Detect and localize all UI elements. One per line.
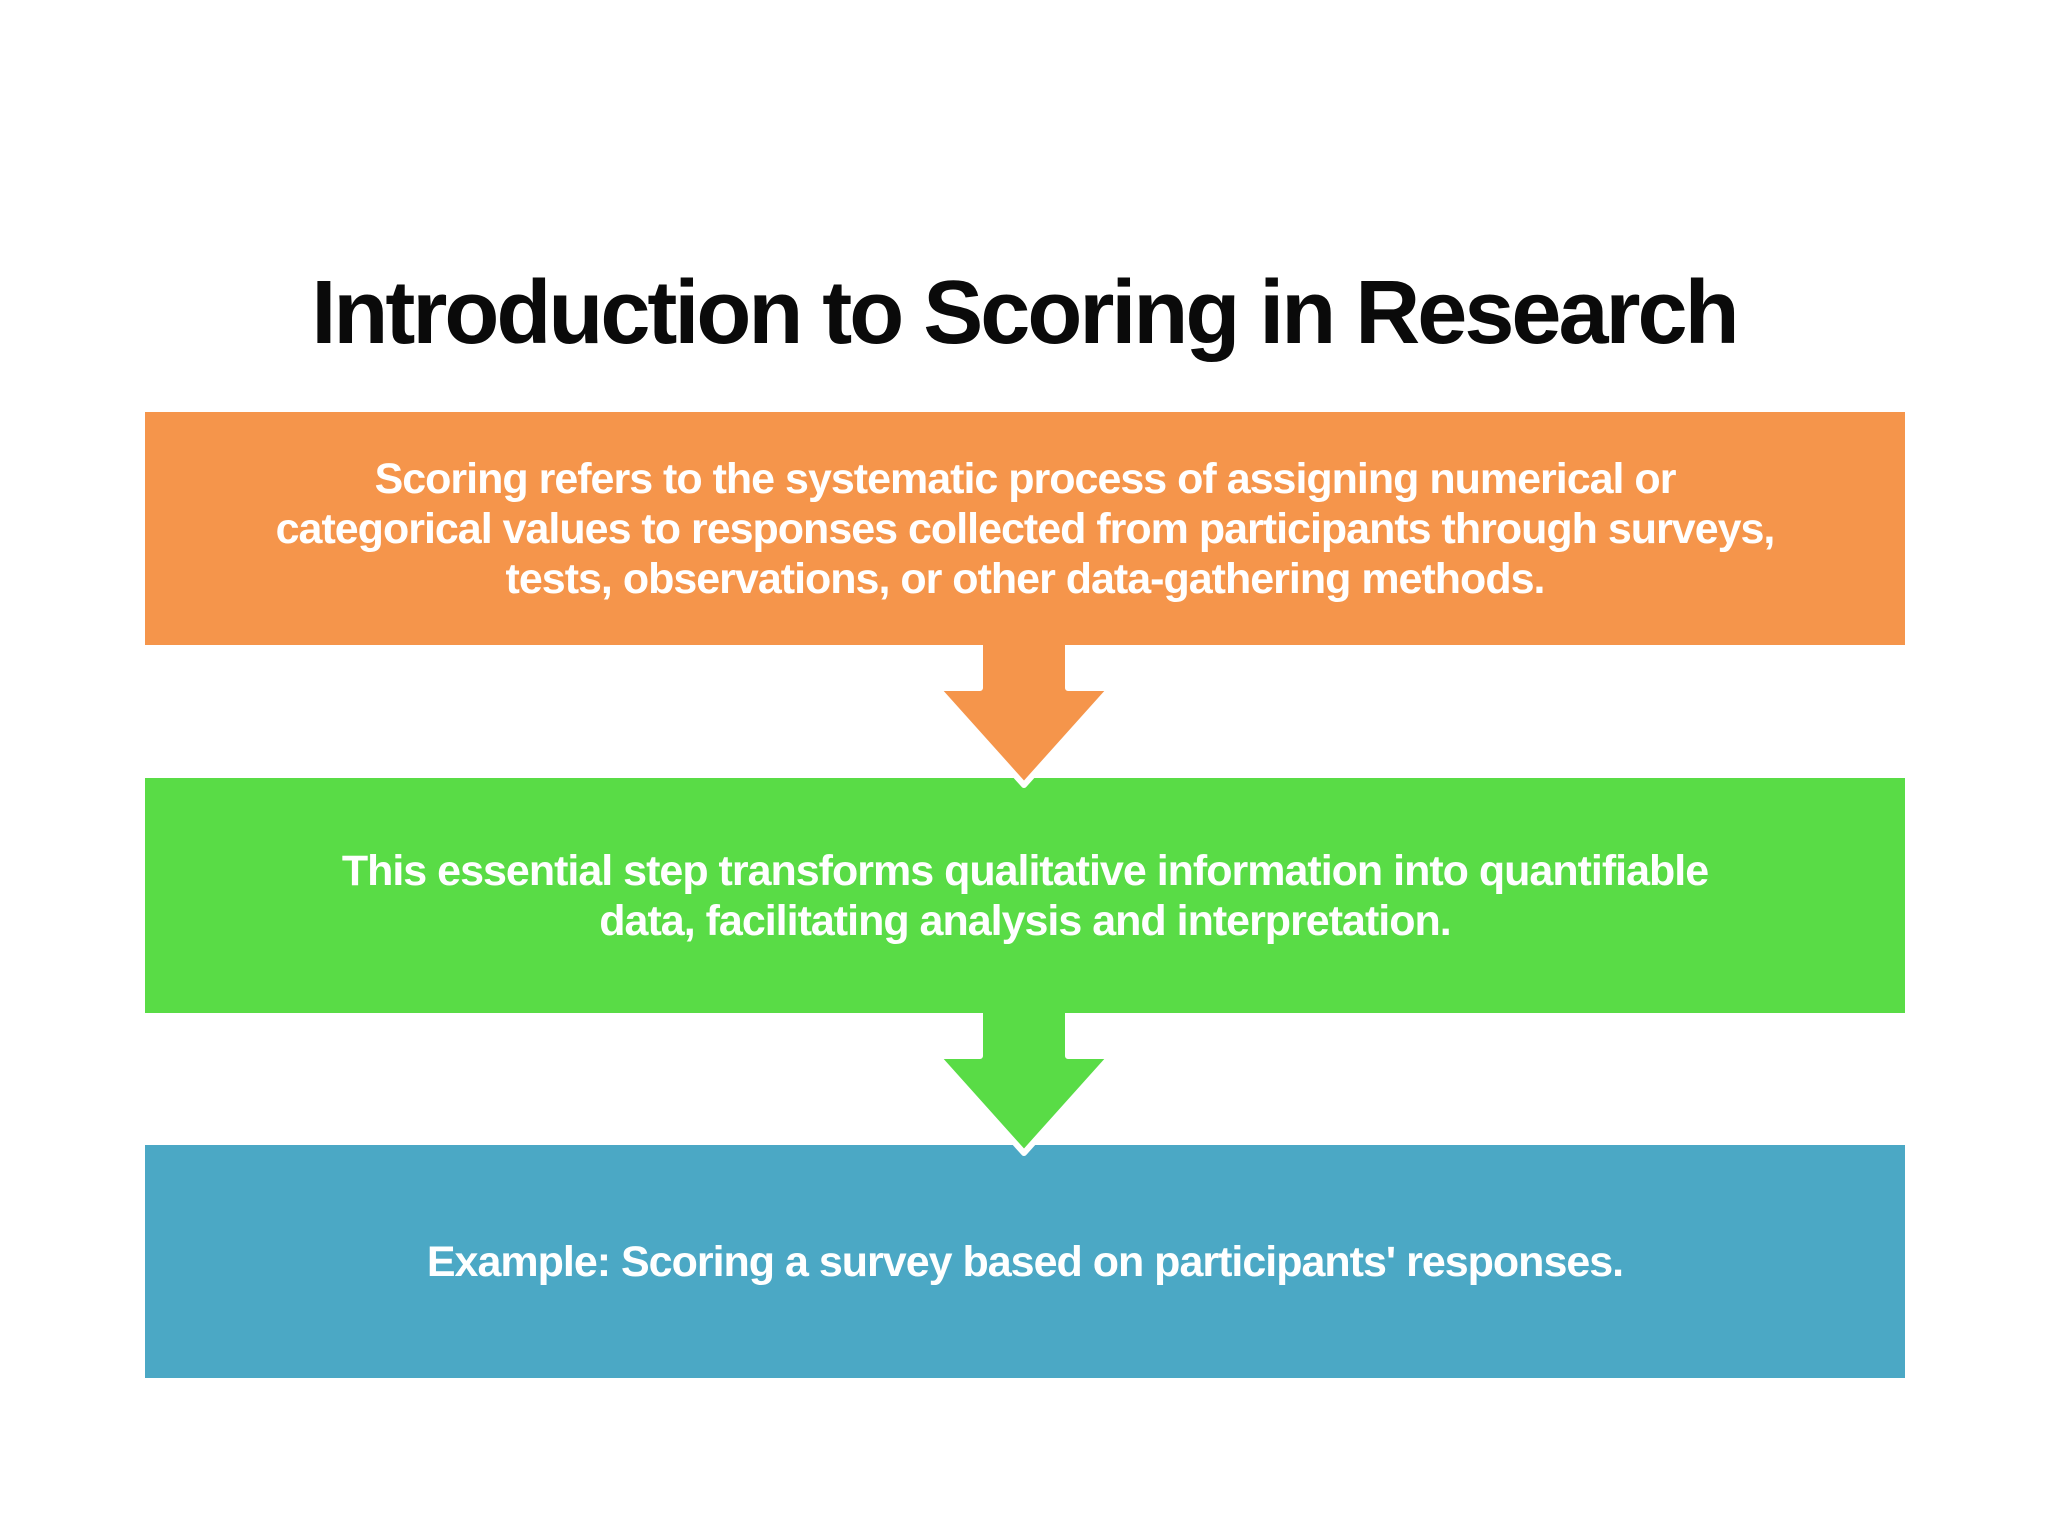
step-text-line: categorical values to responses collecte… [275,504,1776,553]
step-box-example: Example: Scoring a survey based on parti… [145,1145,1905,1378]
page-title: Introduction to Scoring in Research [311,263,1739,364]
step-text-line: This essential step transforms qualitati… [341,846,1709,895]
step-text-line: tests, observations, or other data-gathe… [505,554,1546,603]
step-box-transformation: This essential step transforms qualitati… [145,778,1905,1013]
down-arrow-icon [934,637,1114,788]
step-text-line: Scoring refers to the systematic process… [374,454,1677,503]
step-text-line: data, facilitating analysis and interpre… [599,896,1451,945]
step-box-definition: Scoring refers to the systematic process… [145,412,1905,645]
step-text-line: Example: Scoring a survey based on parti… [426,1237,1624,1286]
down-arrow-shape [934,1005,1114,1156]
down-arrow-shape [934,637,1114,788]
down-arrow-icon [934,1005,1114,1156]
